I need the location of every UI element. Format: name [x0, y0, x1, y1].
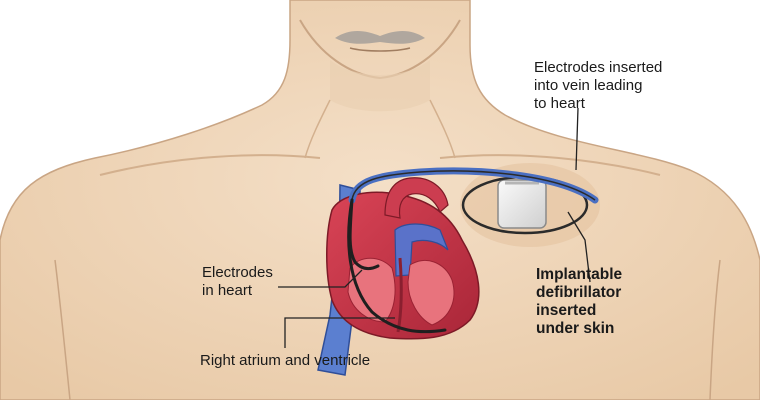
defibrillator-device	[497, 179, 547, 229]
right-ventricle-chamber	[347, 257, 396, 323]
label-defibrillator-line-3: inserted	[536, 302, 597, 319]
right-arm-edge	[709, 259, 721, 400]
lead-vein-core	[351, 170, 596, 201]
right-clavicle	[439, 154, 661, 176]
label-electrodes-vein-line-1: Electrodes inserted	[534, 59, 663, 76]
label-electrodes-vein-line-3: to heart	[534, 95, 585, 112]
label-electrodes-vein-line-2: into vein leading	[534, 77, 643, 94]
neck-line-left	[304, 99, 331, 159]
label-defibrillator-line-1: Implantable	[536, 266, 623, 283]
label-defibrillator: Implantable defibrillator inserted under…	[536, 266, 622, 338]
leader-defibrillator	[567, 211, 591, 283]
heart-septum	[396, 257, 403, 333]
electrode-lead-ventricle	[347, 198, 447, 334]
mustache	[335, 31, 425, 44]
mouth	[349, 47, 411, 52]
label-right-atrium-ventricle: Right atrium and ventricle	[200, 352, 371, 369]
label-electrodes-vein: Electrodes inserted into vein leading to…	[534, 59, 662, 113]
leader-atrium	[284, 317, 395, 348]
pulmonary-artery	[394, 223, 449, 277]
left-arm-edge	[54, 259, 71, 400]
neck-line-right	[429, 99, 456, 159]
chin-shadow	[330, 60, 430, 112]
label-defibrillator-line-4: under skin	[536, 320, 615, 337]
aorta	[384, 177, 449, 219]
label-electrodes-heart: Electrodes in heart	[202, 264, 273, 300]
left-ventricle-chamber	[407, 260, 455, 326]
label-electrodes-heart-line-2: in heart	[202, 282, 253, 299]
label-electrodes-heart-line-1: Electrodes	[202, 264, 273, 281]
leader-electrodes-vein	[575, 107, 579, 171]
leader-electrodes-heart	[278, 269, 363, 288]
label-defibrillator-line-2: defibrillator	[536, 284, 622, 301]
left-clavicle	[99, 154, 321, 176]
